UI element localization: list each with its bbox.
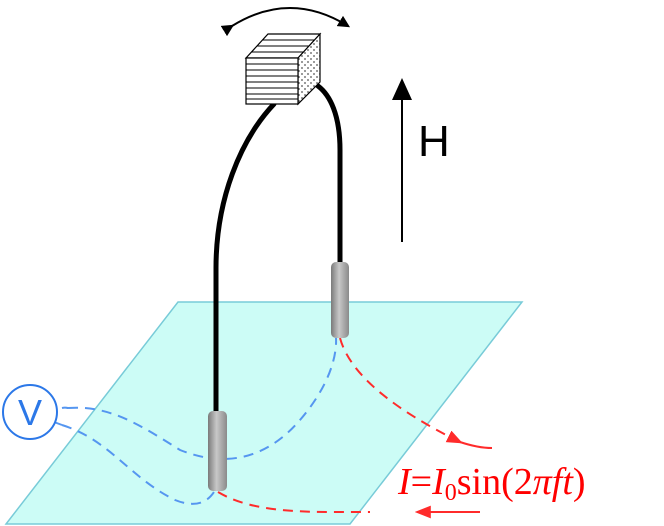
voltmeter-icon bbox=[2, 384, 58, 440]
wire-left bbox=[213, 101, 277, 415]
formula-t: t bbox=[562, 461, 574, 503]
current-path-out bbox=[339, 337, 463, 444]
wire-right bbox=[315, 83, 343, 265]
rotation-arrow-icon bbox=[220, 7, 351, 37]
field-label: H bbox=[418, 117, 450, 166]
current-formula: I=I0sin(2πft) bbox=[397, 461, 586, 506]
formula-amp-sub: 0 bbox=[445, 480, 457, 506]
probe-right-body bbox=[331, 262, 349, 338]
voltmeter-label: V bbox=[18, 392, 42, 433]
formula-equals: = bbox=[411, 461, 432, 503]
field-arrow-head bbox=[392, 78, 412, 100]
voltage-line-upper bbox=[67, 337, 338, 460]
formula-amp: I bbox=[431, 461, 447, 503]
current-path-in bbox=[217, 491, 370, 513]
formula-pi: π bbox=[533, 461, 553, 503]
voltage-line-lower bbox=[61, 424, 215, 505]
current-tail-out bbox=[459, 441, 493, 449]
sample-sheet bbox=[4, 301, 524, 525]
magnet-front-face bbox=[245, 57, 299, 105]
formula-lhs: I bbox=[397, 461, 413, 503]
formula-close: ) bbox=[573, 461, 586, 503]
magnet-cube bbox=[244, 32, 322, 106]
formula-func-open: sin(2 bbox=[457, 461, 533, 503]
probe-left-body bbox=[208, 411, 227, 491]
